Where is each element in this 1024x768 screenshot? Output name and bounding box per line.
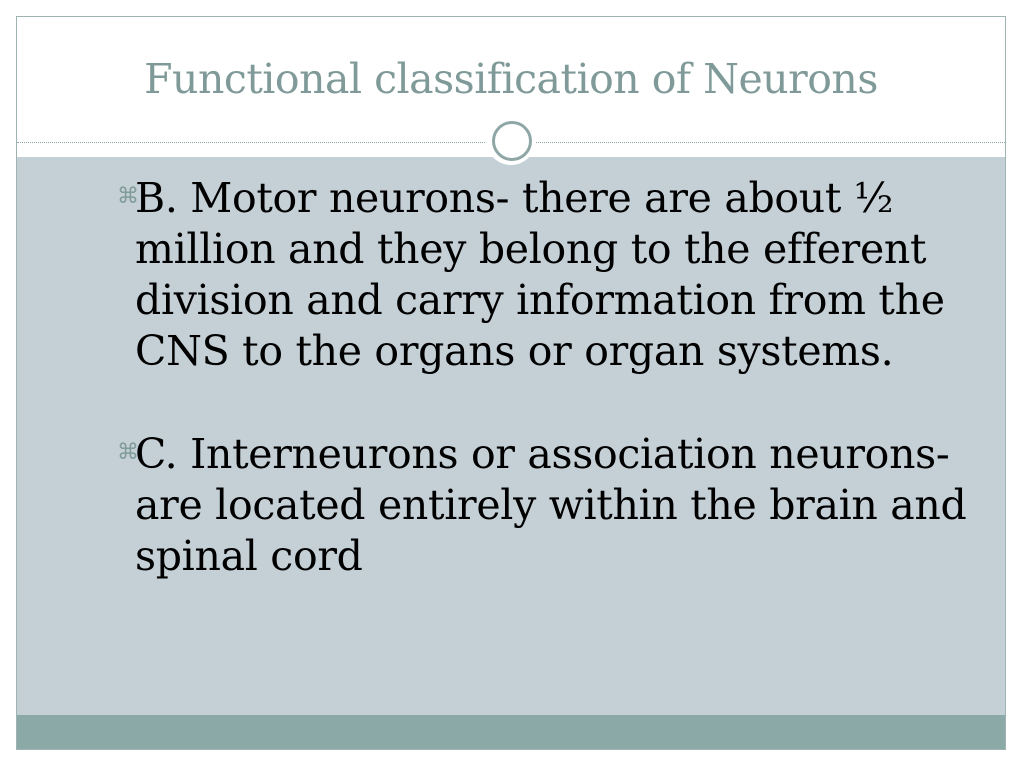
slide: Functional classification of Neurons ⌘ B… bbox=[16, 16, 1006, 750]
slide-title: Functional classification of Neurons bbox=[144, 55, 878, 103]
bullet-item: ⌘ B. Motor neurons- there are about ½ mi… bbox=[117, 173, 977, 377]
bullet-text: C. Interneurons or association neurons- … bbox=[135, 430, 967, 580]
bullet-item: ⌘ C. Interneurons or association neurons… bbox=[117, 429, 977, 582]
content-area: ⌘ B. Motor neurons- there are about ½ mi… bbox=[17, 157, 1005, 716]
bullet-text: B. Motor neurons- there are about ½ mill… bbox=[135, 174, 945, 375]
bullet-list: ⌘ B. Motor neurons- there are about ½ mi… bbox=[117, 173, 977, 634]
footer-bar bbox=[17, 715, 1005, 749]
ornate-x-bullet-icon: ⌘ bbox=[117, 184, 139, 209]
circle-ornament-icon bbox=[488, 117, 534, 163]
ornate-x-bullet-icon: ⌘ bbox=[117, 440, 139, 465]
